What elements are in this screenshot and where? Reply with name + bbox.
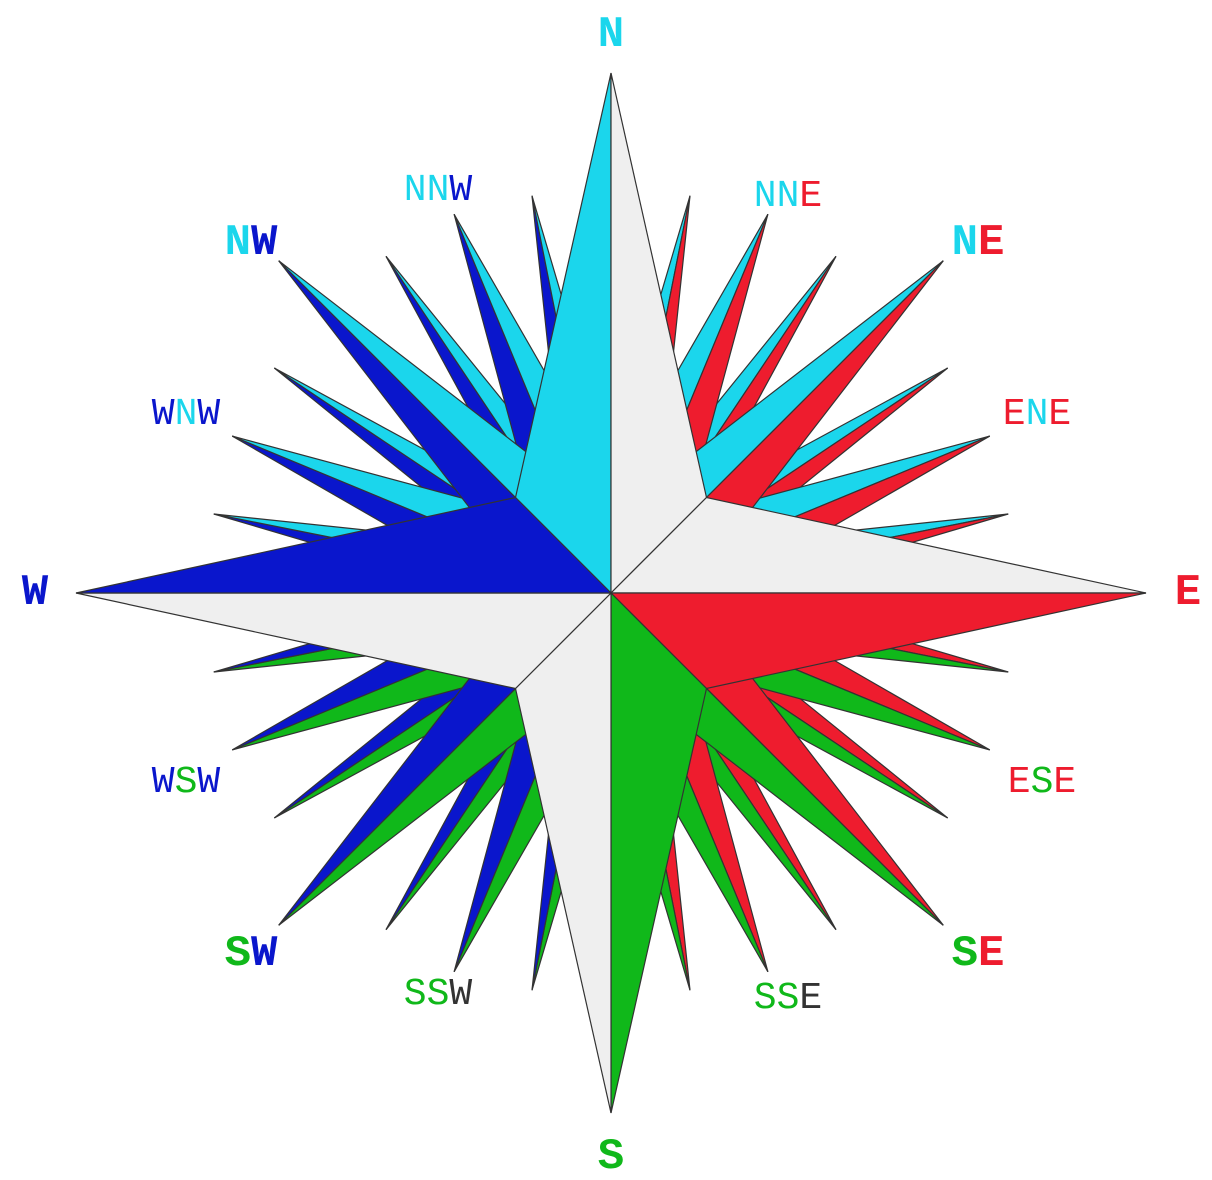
label-se: SE: [952, 929, 1005, 979]
label-sse: SSE: [754, 977, 822, 1020]
label-wnw-part-1: N: [175, 393, 198, 436]
label-nw-part-1: W: [251, 218, 278, 268]
label-nnw-part-1: W: [449, 169, 472, 212]
label-nnw-part-0: NN: [404, 169, 450, 212]
label-wnw: WNW: [152, 393, 221, 436]
label-wsw-part-2: W: [197, 761, 220, 804]
label-n: N: [598, 10, 624, 60]
label-nw-part-0: N: [225, 218, 251, 268]
label-ene-part-0: E: [1003, 393, 1026, 436]
label-sw-part-0: S: [225, 929, 251, 979]
label-nne: NNE: [754, 175, 822, 218]
label-wnw-part-0: W: [152, 393, 175, 436]
label-n-part-0: N: [598, 10, 624, 60]
label-sw: SW: [225, 929, 278, 979]
label-sse-part-1: E: [799, 977, 822, 1020]
label-nw: NW: [225, 218, 278, 268]
label-se-part-0: S: [952, 929, 978, 979]
label-ene-part-1: N: [1026, 393, 1049, 436]
label-ne-part-0: N: [952, 218, 978, 268]
label-wsw: WSW: [152, 761, 221, 804]
label-ne-part-1: E: [978, 218, 1004, 268]
label-ese-part-1: S: [1031, 761, 1054, 804]
label-ene-part-2: E: [1048, 393, 1071, 436]
label-ne: NE: [952, 218, 1005, 268]
label-nne-part-0: NN: [754, 175, 800, 218]
label-w-part-0: W: [22, 568, 49, 618]
label-e: E: [1175, 568, 1201, 618]
label-nnw: NNW: [404, 169, 473, 212]
label-wsw-part-1: S: [175, 761, 198, 804]
label-sse-part-0: SS: [754, 977, 800, 1020]
label-ese-part-2: E: [1053, 761, 1076, 804]
label-wnw-part-2: W: [197, 393, 220, 436]
label-w: W: [22, 568, 49, 618]
label-ssw: SSW: [404, 973, 473, 1016]
label-ssw-part-0: SS: [404, 973, 450, 1016]
label-s-part-0: S: [598, 1132, 624, 1180]
label-sw-part-1: W: [251, 929, 278, 979]
label-ese-part-0: E: [1008, 761, 1031, 804]
label-nne-part-1: E: [799, 175, 822, 218]
label-e-part-0: E: [1175, 568, 1201, 618]
label-ese: ESE: [1008, 761, 1076, 804]
label-wsw-part-0: W: [152, 761, 175, 804]
label-s: S: [598, 1132, 624, 1180]
label-ssw-part-1: W: [449, 973, 472, 1016]
label-se-part-1: E: [978, 929, 1004, 979]
label-ene: ENE: [1003, 393, 1071, 436]
